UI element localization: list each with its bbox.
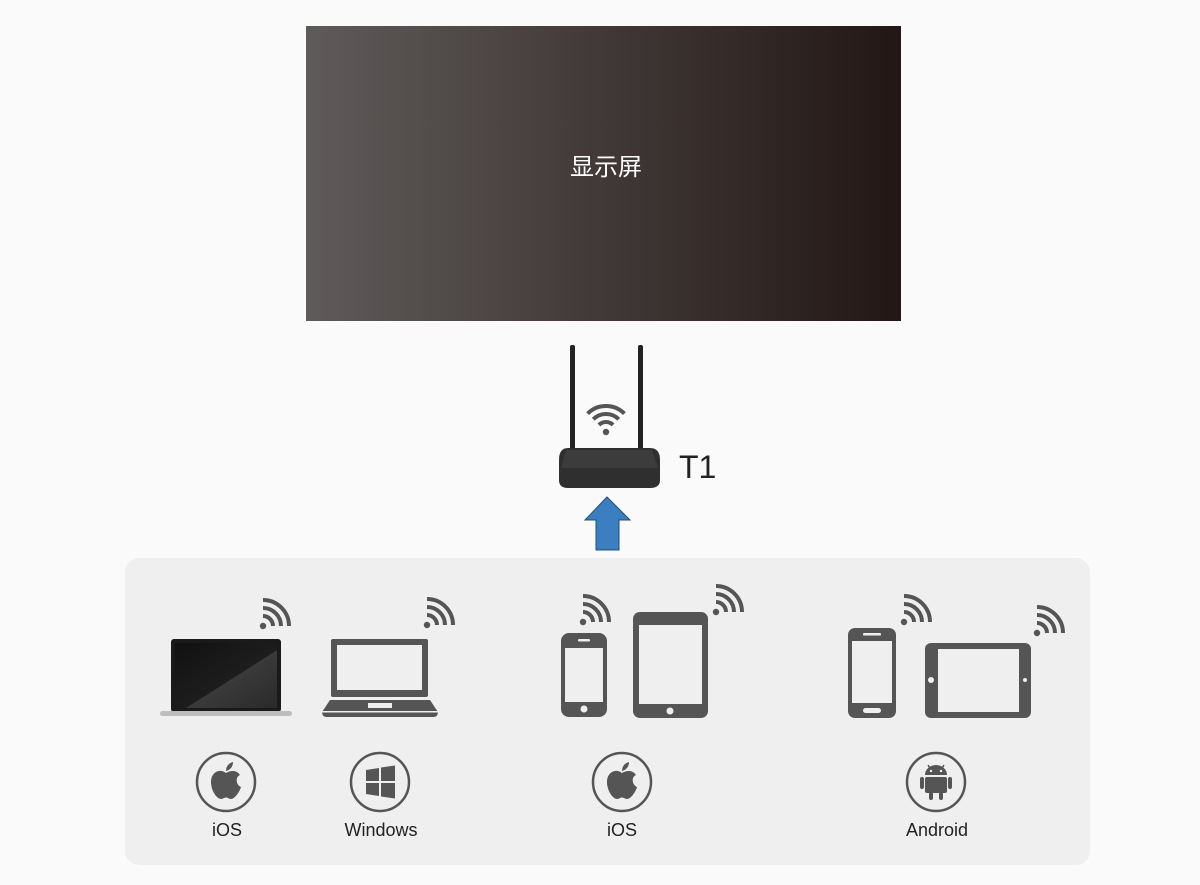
- windows-icon: [349, 751, 411, 813]
- os-label: Android: [906, 820, 968, 840]
- android-tablet-icon: [925, 643, 1031, 718]
- os-label: iOS: [607, 820, 637, 840]
- transmitter-label: T1: [679, 449, 716, 485]
- android-icon: [905, 751, 967, 813]
- laptop-icon: [322, 639, 438, 717]
- display-label: 显示屏: [570, 154, 642, 181]
- apple-icon: [195, 751, 257, 813]
- router-icon: [559, 345, 660, 488]
- macbook-icon: [160, 639, 292, 716]
- ipad-icon: [633, 612, 708, 718]
- display-screen: 显示屏: [306, 26, 901, 321]
- android-phone-icon: [848, 628, 896, 718]
- iphone-icon: [561, 633, 607, 717]
- os-label: iOS: [212, 820, 242, 840]
- router-wifi-icon: [585, 395, 626, 436]
- os-label: Windows: [344, 820, 417, 840]
- up-arrow: [583, 496, 632, 551]
- apple-icon: [591, 751, 653, 813]
